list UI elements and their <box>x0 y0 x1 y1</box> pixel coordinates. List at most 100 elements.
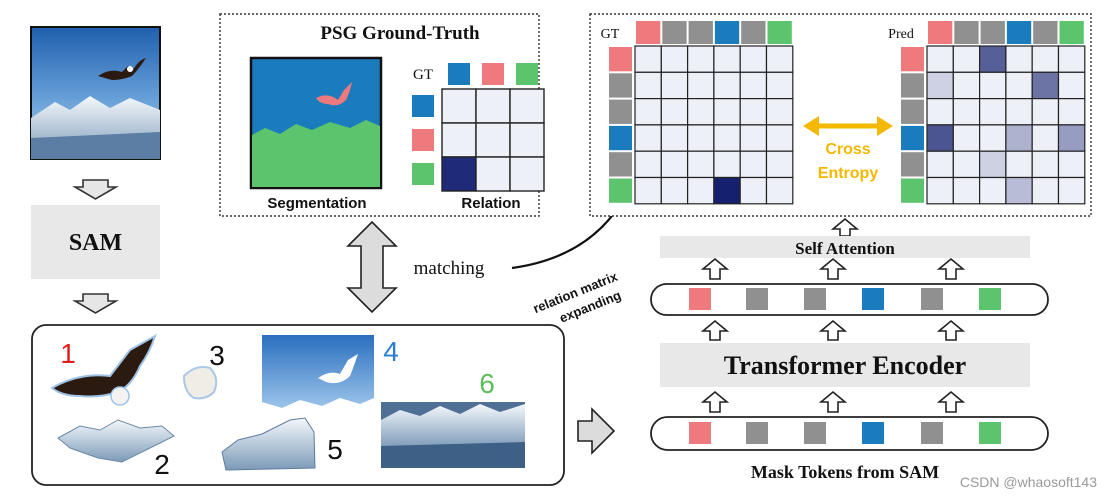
self-attention-block <box>660 236 1030 258</box>
relation-gt-label: GT <box>413 67 433 83</box>
matrix-cell <box>926 71 954 100</box>
pred-relation-matrix <box>901 21 1086 205</box>
mask-token <box>689 422 711 444</box>
matrix-cell <box>978 71 1007 100</box>
matrix-cell <box>765 97 794 126</box>
mask-token <box>804 422 826 444</box>
up-arrow-to-matrices <box>830 217 860 237</box>
mask-token <box>746 288 768 310</box>
matrix-col-token <box>741 21 766 44</box>
relation-cell <box>475 88 511 124</box>
matrix-row-token <box>901 178 924 203</box>
mask-token <box>921 288 943 310</box>
matrix-cell <box>713 150 741 179</box>
matrix-col-token <box>1059 21 1084 44</box>
matrix-col-token <box>714 21 740 44</box>
matrix-row-token <box>609 73 632 98</box>
matrix-col-token <box>980 21 1005 44</box>
matrix-cell <box>926 97 954 126</box>
matrix-cell <box>1031 150 1060 179</box>
matrix-cell <box>634 71 662 100</box>
matrix-cell <box>978 45 1007 73</box>
matrix-cell <box>634 97 662 126</box>
relation-col-header <box>516 63 538 85</box>
mask-token <box>689 288 711 310</box>
mask-1-number: 1 <box>60 338 76 369</box>
lower-token-row <box>689 422 1001 444</box>
up-arrow <box>818 257 848 280</box>
relation-row-header <box>412 163 434 185</box>
relation-cell <box>475 122 511 158</box>
relation-cell <box>509 156 545 192</box>
segmentation-map <box>249 56 383 190</box>
matrix-cell <box>1005 150 1033 179</box>
matrix-row-token <box>609 99 632 124</box>
mask-4-number: 4 <box>383 336 399 367</box>
matrix-cell <box>660 150 689 179</box>
matrix-cell <box>952 124 981 152</box>
matrix-cell <box>952 45 981 73</box>
self-attention-label: Self Attention <box>795 239 895 258</box>
matrix-col-token <box>688 21 713 44</box>
eagle-icon <box>98 58 146 80</box>
transformer-encoder-block <box>660 343 1030 387</box>
matrix-gt-label: GT <box>601 27 620 42</box>
mask-6-number: 6 <box>479 368 495 399</box>
matrix-cell <box>765 176 794 205</box>
matrix-col-token <box>928 21 953 44</box>
matrix-cell <box>926 124 954 152</box>
mask-2-mountain <box>57 419 175 463</box>
mask-tokens-label: Mask Tokens from SAM <box>751 462 939 482</box>
relation-grid <box>412 63 545 192</box>
mask-token <box>862 288 884 310</box>
matrix-cell <box>926 150 954 179</box>
segmentation-label: Segmentation <box>267 195 366 212</box>
matrix-cell <box>765 124 794 152</box>
mask-1-eagle <box>50 333 157 406</box>
relation-cell <box>441 156 477 192</box>
matrix-row-token <box>609 152 632 177</box>
relation-col-header <box>482 63 504 85</box>
psg-ground-truth-panel: PSG Ground-Truth Segmentation GT Relatio… <box>219 13 545 217</box>
matrix-cell <box>1057 97 1086 126</box>
matrix-cell <box>686 124 715 152</box>
matrix-cell <box>713 176 741 205</box>
matrix-cell <box>739 71 768 100</box>
matrix-cell <box>686 71 715 100</box>
matrix-cell <box>660 97 689 126</box>
down-arrow-image-sam <box>72 179 119 200</box>
matrix-cell <box>1057 45 1086 73</box>
cross-entropy-label-2: Entropy <box>818 165 879 182</box>
relation-label: Relation <box>461 195 520 212</box>
matrix-row-token <box>609 47 632 72</box>
matrix-cell <box>952 176 981 205</box>
input-image <box>30 26 161 160</box>
lower-token-arrows <box>700 390 966 413</box>
mask-token <box>979 422 1001 444</box>
matrix-cell <box>952 97 981 126</box>
matrix-cell <box>1057 124 1086 152</box>
matrix-cell <box>1031 124 1060 152</box>
up-arrow <box>936 319 966 341</box>
mask-token <box>746 422 768 444</box>
matrix-row-token <box>609 125 632 151</box>
sam-masks-panel: 1 2 3 4 5 6 <box>31 324 565 486</box>
matrix-cell <box>634 176 662 205</box>
matrix-cell <box>713 97 741 126</box>
matrix-cell <box>739 97 768 126</box>
matrix-cell <box>765 45 794 73</box>
relation-cell <box>509 88 545 124</box>
matrix-cell <box>978 176 1007 205</box>
relation-row-header <box>412 95 434 117</box>
matrix-pred-label: Pred <box>888 27 914 42</box>
mask-5-mountain-slope <box>221 417 316 471</box>
relation-row-header <box>412 129 434 151</box>
matrix-cell <box>952 71 981 100</box>
mask-3-head <box>182 366 218 400</box>
sam-label: SAM <box>69 230 122 256</box>
matrix-col-token <box>954 21 979 44</box>
matrix-cell <box>660 176 689 205</box>
down-arrow-sam-masks <box>72 293 119 314</box>
matching-double-arrow <box>346 220 398 314</box>
matrix-cell <box>739 45 768 73</box>
